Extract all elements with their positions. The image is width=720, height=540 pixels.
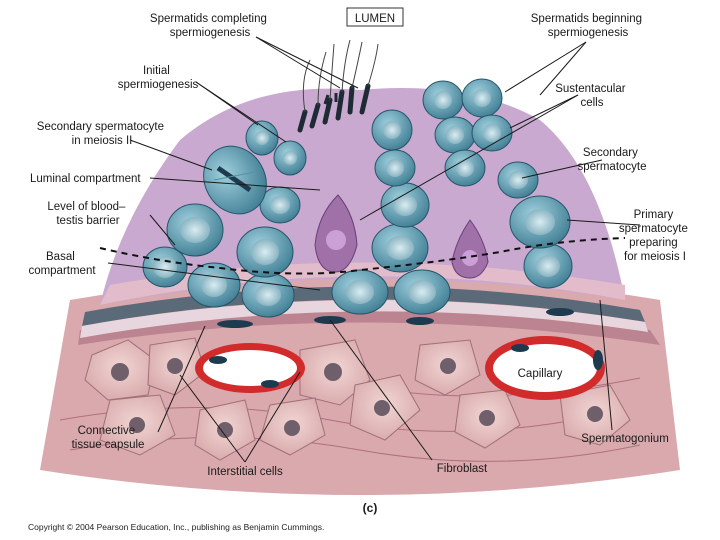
label-primary-spermatocyte: Primary spermatocyte preparing for meios… [619,209,691,263]
label-interstitial-cells: Interstitial cells [207,466,283,478]
label-basal-compartment: Basal compartment [28,251,96,277]
spermatocyte-row [166,161,571,278]
label-secondary-spermatocyte: Secondary spermatocyte [577,147,646,173]
label-initial-spermiogenesis: Initial spermiogenesis [118,65,199,91]
copyright-text: Copyright © 2004 Pearson Education, Inc.… [28,522,324,532]
spermatids-completing [297,39,379,133]
germ-cells [142,78,573,318]
leader-lines [107,36,641,463]
interstitial-cells [84,337,631,461]
initial-spermiogenesis-cells [245,120,307,176]
label-sustentacular-cells: Sustentacular cells [555,83,629,109]
label-fibroblast: Fibroblast [437,463,488,475]
blood-testis-barrier-line [99,237,626,275]
label-blood-testis-barrier: Level of blood– testis barrier [47,201,128,227]
meiosis-ii-cell [203,145,267,215]
panel-label: (c) [363,501,378,515]
label-spermatids-beginning: Spermatids beginning spermiogenesis [531,13,645,39]
label-spermatids-completing: Spermatids completing spermiogenesis [150,13,270,39]
sustentacular-cell-1 [314,194,358,273]
spermatids-beginning [371,78,513,187]
capillary-left [195,343,305,393]
label-capillary: Capillary [518,368,563,380]
lumen-label-box [346,7,404,27]
sustentacular-cell-2 [451,219,489,279]
capillary-right [485,336,605,400]
label-spermatogonium: Spermatogonium [581,433,669,445]
spermatogonia-row [142,243,573,318]
label-luminal-compartment: Luminal compartment [30,173,141,185]
label-connective-tissue-capsule: Connective tissue capsule [72,425,145,451]
lumen-label: LUMEN [355,13,395,25]
label-secondary-spermatocyte-meiosis: Secondary spermatocyte in meiosis II [37,121,167,147]
